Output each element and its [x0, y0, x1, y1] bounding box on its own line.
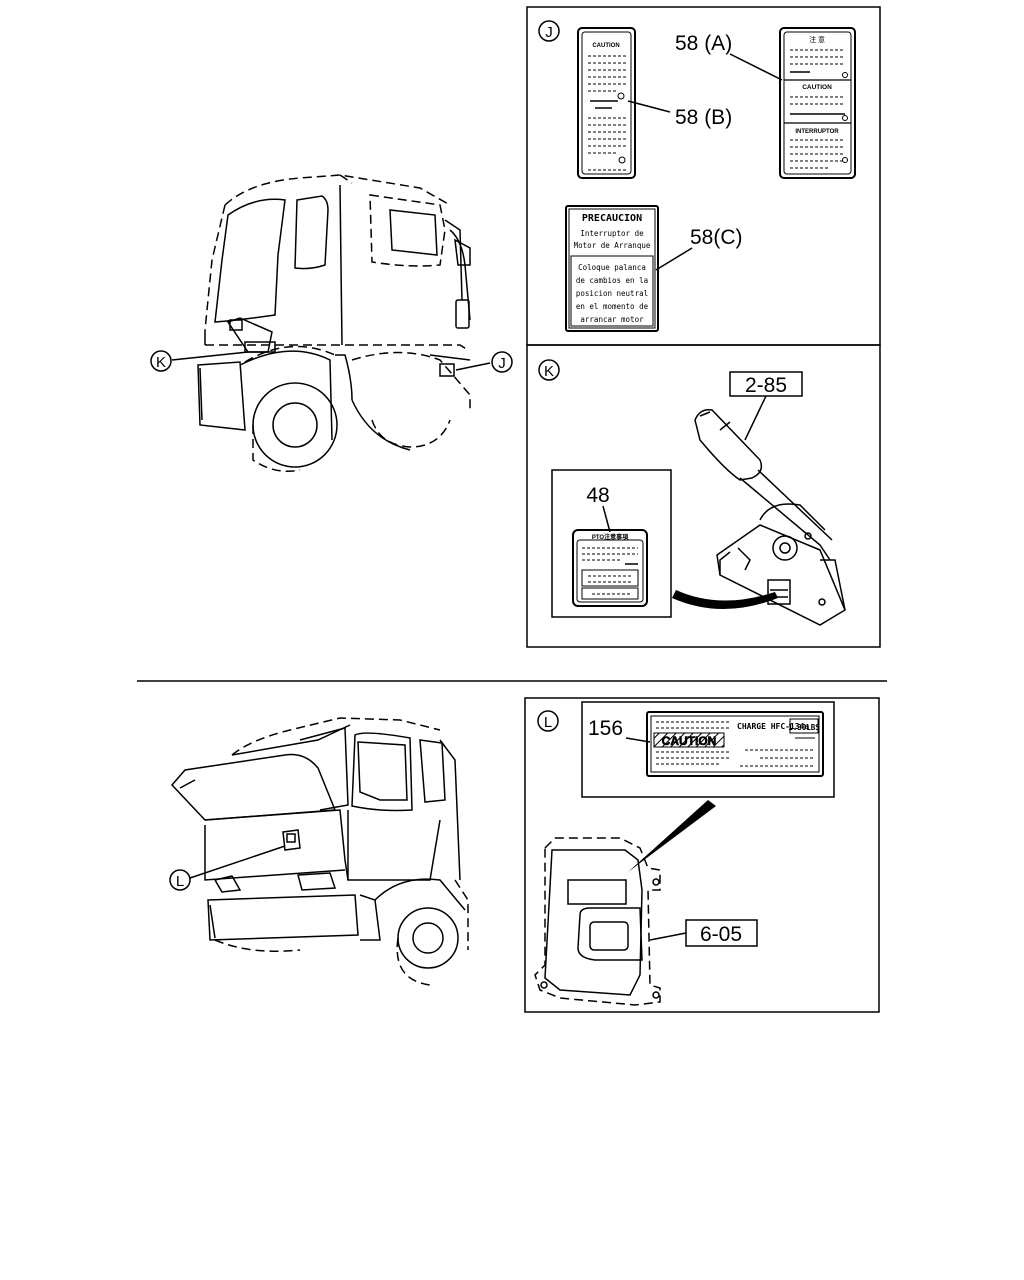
part-2-85-box [729, 371, 803, 397]
panel-k-marker [538, 359, 560, 381]
panel-j: J CAUTION 58 (B) 58 (A) [526, 6, 881, 346]
decal-48-inset [551, 469, 672, 618]
panel-j-marker [538, 20, 560, 42]
decal-58b: CAUTION [577, 27, 636, 179]
panel-j-letter: J [545, 24, 553, 41]
decal-156: CAUTION CHARGE HFC-134a 1.30LBS [646, 711, 824, 777]
truck-cab-front-view [170, 717, 469, 986]
decal-58a: 注 意 CAUTION INTERRUPTOR [779, 27, 856, 179]
part-2-85-label: 2-85 [745, 374, 787, 397]
callout-k-leader [171, 351, 249, 361]
svg-text:Coloque palanca: Coloque palanca [578, 263, 646, 272]
callout-j-marker: J [491, 351, 513, 373]
panel-l-marker [537, 710, 559, 732]
svg-text:INTERRUPTOR: INTERRUPTOR [795, 129, 839, 135]
callout-l-marker: L [169, 869, 191, 891]
detail-pointer [672, 590, 778, 609]
svg-text:注 意: 注 意 [809, 35, 825, 44]
svg-text:Motor de Arranque: Motor de Arranque [574, 241, 651, 250]
housing-6-05 [534, 837, 661, 1006]
svg-text:CHARGE HFC-134a: CHARGE HFC-134a [737, 722, 809, 731]
callout-l-leader [189, 845, 286, 879]
svg-text:de cambios en la: de cambios en la [576, 276, 648, 285]
panel-k-letter: K [544, 363, 554, 380]
part-48-label: 48 [586, 484, 609, 507]
svg-text:arrancar motor: arrancar motor [580, 315, 644, 324]
label-58b: 58 (B) [675, 106, 732, 129]
svg-text:Interruptor de: Interruptor de [580, 229, 644, 238]
callout-k-marker: K [150, 350, 172, 372]
svg-text:L: L [176, 873, 184, 890]
label-58c: 58(C) [690, 226, 743, 249]
detail-pointer-l [628, 800, 716, 872]
svg-text:K: K [156, 354, 166, 371]
svg-text:en el momento de: en el momento de [576, 302, 649, 311]
svg-text:CAUTION: CAUTION [802, 84, 832, 91]
panel-l: L 156 CAUTION CHARGE HFC-134a 1.30LBS [524, 697, 880, 1013]
svg-text:J: J [498, 355, 506, 372]
callout-j-leader [455, 362, 491, 371]
decal-48: PTO注意事項 [572, 529, 648, 607]
part-156-label: 156 [588, 717, 623, 740]
panel-k: K 2-85 48 [526, 344, 881, 648]
svg-text:CAUTION: CAUTION [662, 734, 717, 748]
svg-text:PRECAUCION: PRECAUCION [582, 213, 642, 224]
panel-l-letter: L [544, 714, 552, 731]
svg-text:1.30LBS: 1.30LBS [788, 723, 820, 732]
panel-l-frame [524, 697, 880, 1013]
svg-text:PTO注意事項: PTO注意事項 [592, 533, 629, 541]
parking-brake-lever [694, 408, 846, 626]
svg-text:CAUTION: CAUTION [592, 43, 619, 49]
part-6-05-box [685, 919, 758, 947]
decal-58c: PRECAUCION Interruptor de Motor de Arran… [565, 205, 659, 332]
part-6-05-label: 6-05 [700, 923, 742, 946]
svg-text:posicion neutral: posicion neutral [576, 289, 648, 298]
truck-cab-side-view [197, 174, 471, 472]
panel-k-frame [526, 344, 881, 648]
label-58a: 58 (A) [675, 32, 732, 55]
